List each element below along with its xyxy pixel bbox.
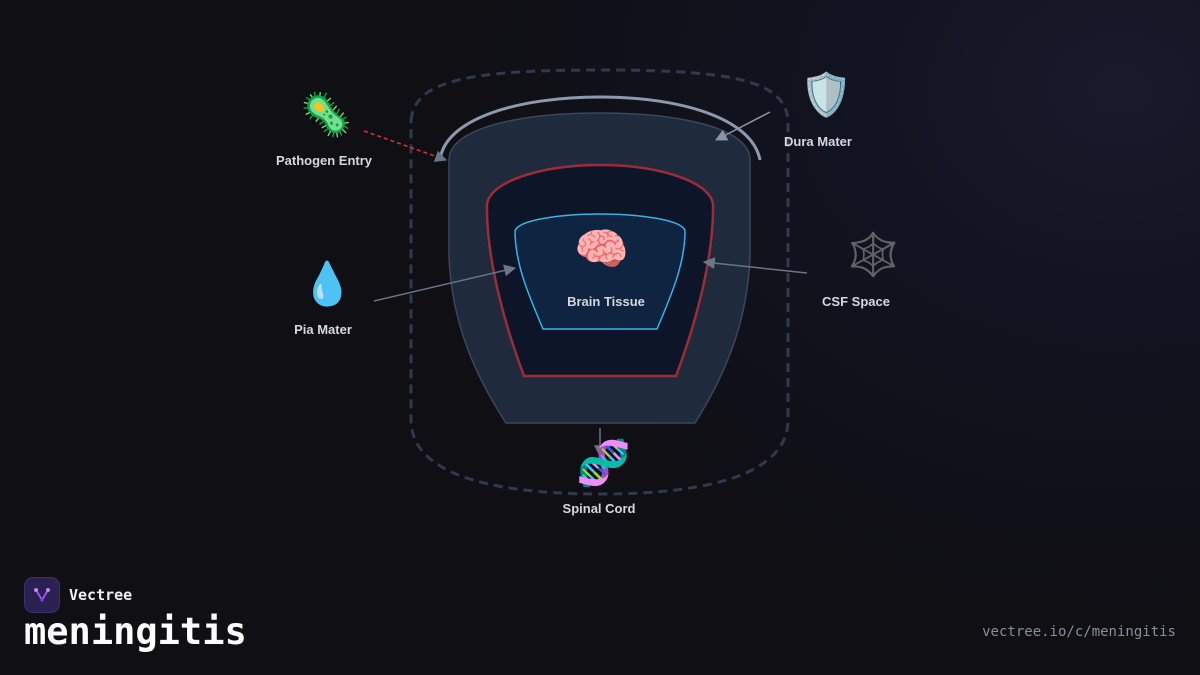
csf-arrow [702, 257, 808, 274]
pia-arrow [373, 264, 517, 302]
dna-icon: 🧬 [576, 438, 631, 489]
dura-mater-label: Dura Mater [784, 134, 852, 149]
pia-mater-label: Pia Mater [294, 322, 352, 337]
spinal-cord-label: Spinal Cord [562, 501, 636, 516]
brain-tissue-label: Brain Tissue [567, 294, 645, 309]
meninges-boundary [409, 68, 790, 496]
csf-space-label: CSF Space [822, 294, 890, 309]
dura-arc [438, 95, 762, 161]
source-url[interactable]: vectree.io/c/meningitis [982, 624, 1176, 640]
shield-icon: 🛡️ [800, 70, 853, 119]
spider-web-icon: 🕸️ [847, 230, 900, 279]
page-title: meningitis [24, 610, 247, 653]
brand[interactable]: Vectree [24, 577, 132, 613]
pathogen-arrow [363, 130, 448, 163]
dura-arrow [714, 111, 771, 141]
brain-icon: 🧠 [574, 224, 629, 275]
pathogen-entry-label: Pathogen Entry [275, 153, 373, 168]
droplet-icon: 💧 [301, 259, 354, 308]
brand-name: Vectree [69, 586, 133, 604]
microbe-icon: 🦠 [300, 90, 353, 139]
vectree-logo-icon [24, 577, 60, 613]
inner-layer [514, 213, 686, 330]
